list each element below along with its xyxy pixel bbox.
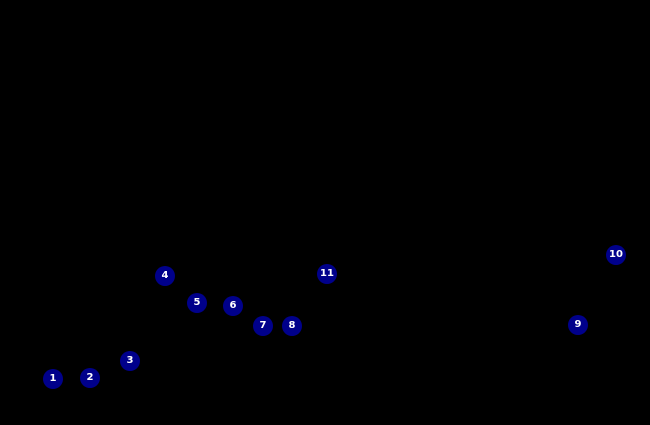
mark-badge-9[interactable]: 9 [568,315,588,335]
mark-badge-10[interactable]: 10 [606,245,626,265]
mark-badge-11[interactable]: 11 [317,264,337,284]
mark-badge-2[interactable]: 2 [80,368,100,388]
mark-badge-6[interactable]: 6 [223,296,243,316]
mark-badge-8[interactable]: 8 [282,316,302,336]
mark-badge-5[interactable]: 5 [187,293,207,313]
mark-badge-7[interactable]: 7 [253,316,273,336]
mark-badge-1[interactable]: 1 [43,369,63,389]
mark-badge-3[interactable]: 3 [120,351,140,371]
mark-badge-4[interactable]: 4 [155,266,175,286]
